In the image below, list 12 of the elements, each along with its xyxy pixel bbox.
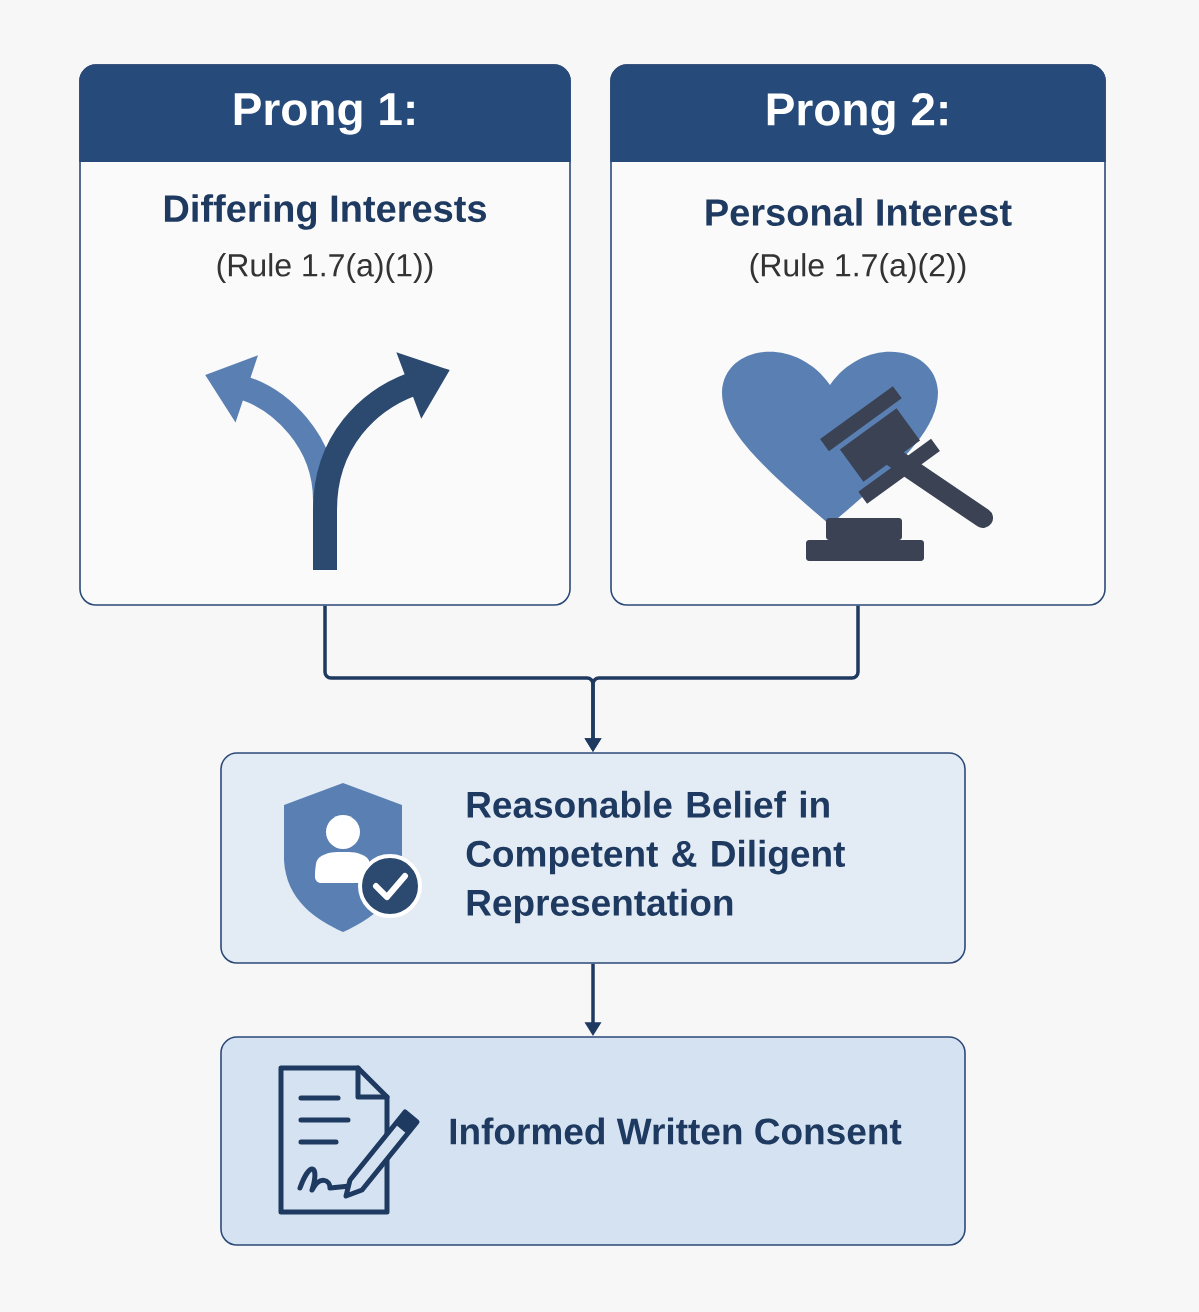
process-box [220, 1036, 966, 1246]
prong-card [610, 64, 1106, 606]
header-bar: Prong 2: [610, 64, 1106, 163]
subtitle: Personal Interest [706, 198, 1012, 226]
rule-citation: (Rule 1.7(a)(1)) [217, 253, 433, 283]
box-text: Reasonable Belief in Competent & Diligent Representation [466, 790, 845, 924]
header-bar: Prong 1: [79, 64, 571, 163]
prong-card [79, 64, 571, 606]
process-box [220, 752, 966, 964]
subtitle: Differing Interests [164, 194, 486, 230]
box-text: Informed Written Consent [450, 1117, 902, 1145]
rule-citation: (Rule 1.7(a)(2)) [750, 253, 966, 283]
